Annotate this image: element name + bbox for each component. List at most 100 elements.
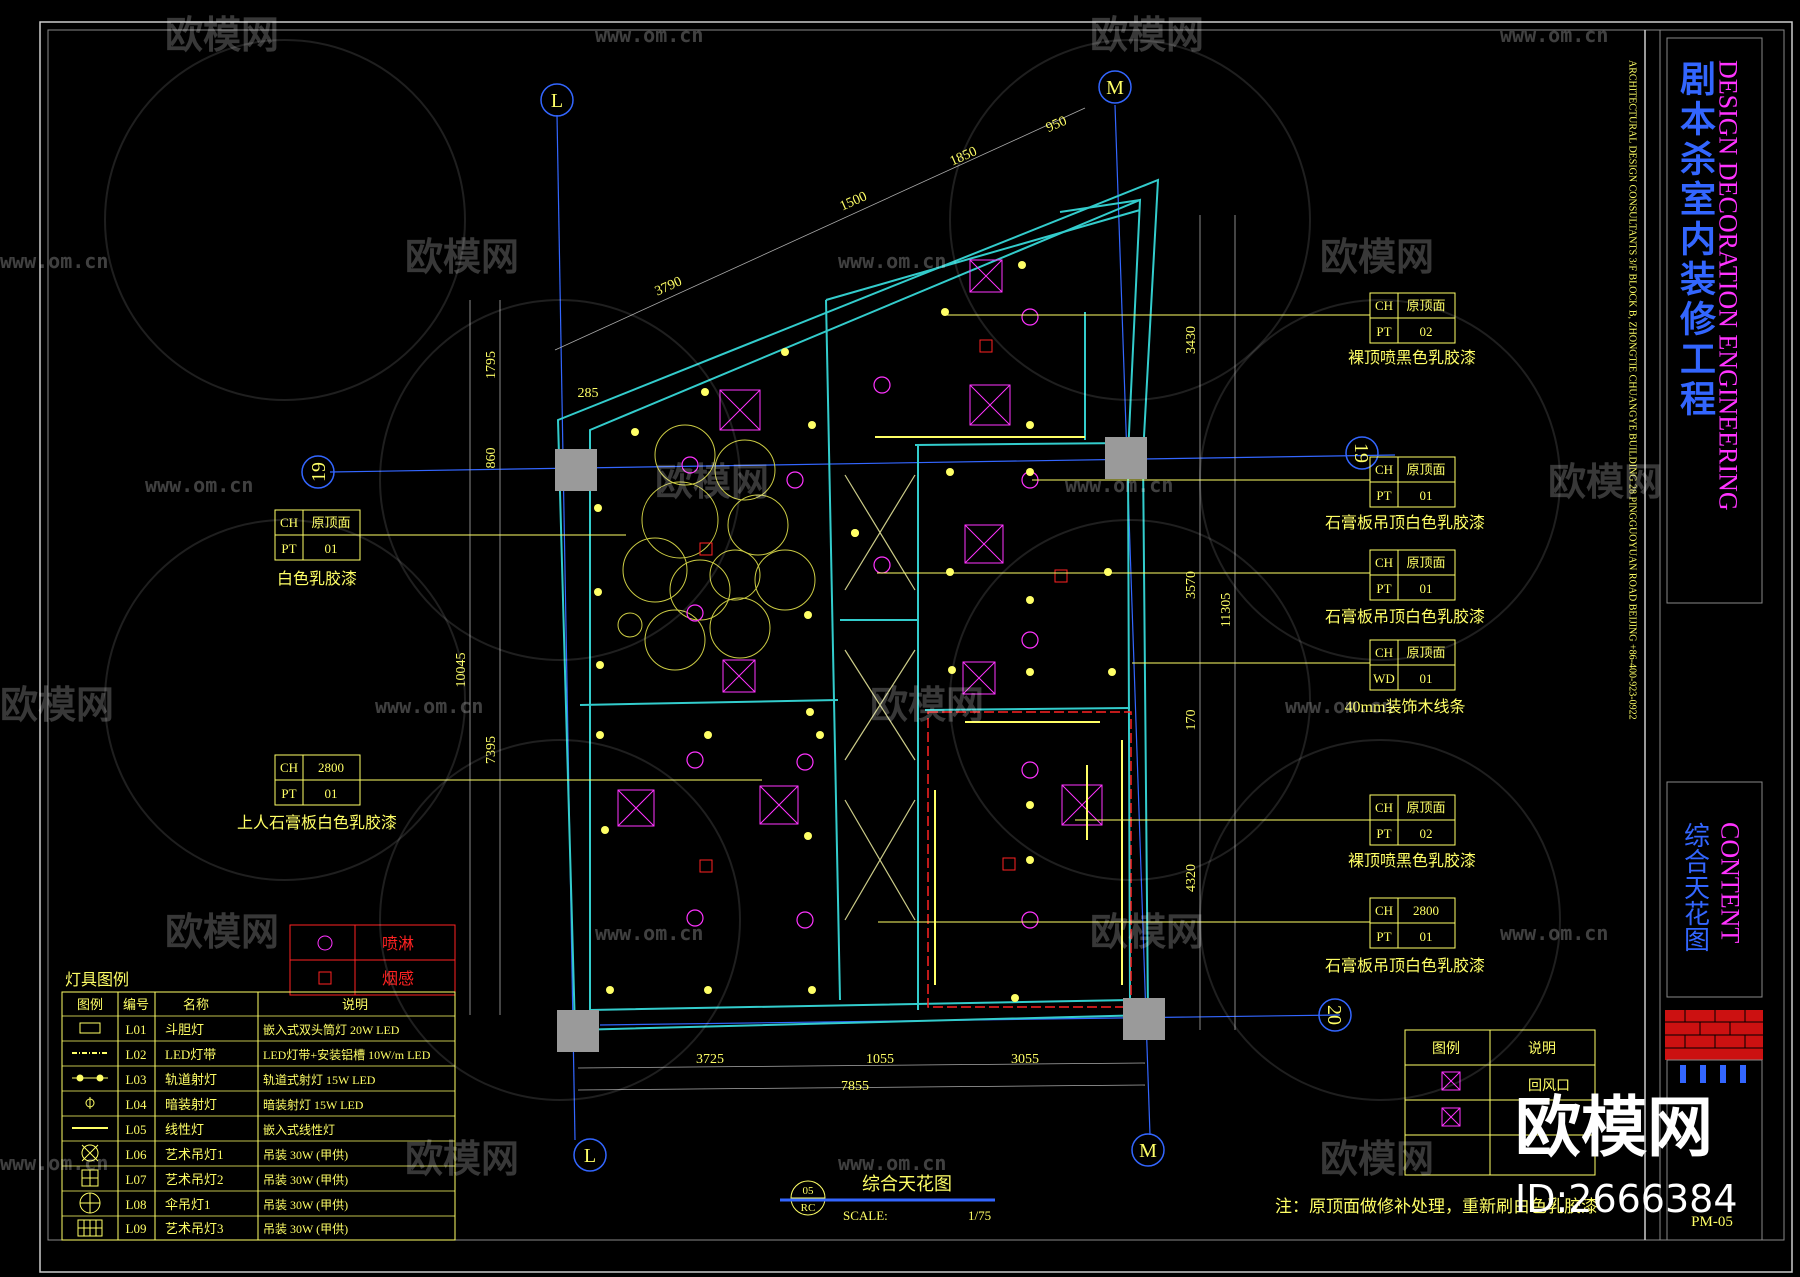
watermarks: 欧模网 www.om.cn 欧模网 www.om.cn www.om.cn 欧模… — [0, 13, 1738, 1221]
legend-symbols — [72, 1022, 108, 1237]
legend-row-9-desc: 吊装 30W (甲供) — [263, 1222, 348, 1236]
hvac-header-symbol: 图例 — [1432, 1041, 1460, 1057]
svg-text:CH: CH — [1375, 462, 1393, 477]
svg-text:PT: PT — [281, 541, 296, 556]
dim-bottom-total: 7855 — [841, 1079, 869, 1094]
wall-outline — [556, 178, 1160, 1032]
dim-top-3: 1850 — [948, 144, 980, 169]
svg-text:2800: 2800 — [318, 760, 344, 775]
drawing-title-text: 综合天花图 — [862, 1174, 952, 1194]
axis-label-m-bottom: M — [1139, 1140, 1157, 1162]
svg-text:原顶面: 原顶面 — [1406, 800, 1445, 815]
return-air-label: 回风口 — [1528, 1078, 1570, 1094]
dim-top-2: 1500 — [838, 189, 870, 214]
dim-right-3: 170 — [1184, 710, 1199, 731]
sheet-ref-top: 05 — [803, 1185, 815, 1197]
svg-text:www.om.cn: www.om.cn — [1285, 694, 1393, 718]
svg-text:欧模网: 欧模网 — [1090, 13, 1204, 57]
svg-text:裸顶喷黑色乳胶漆: 裸顶喷黑色乳胶漆 — [1348, 349, 1476, 367]
dim-left-3: 7395 — [484, 736, 499, 764]
legend-row-1-desc: 嵌入式双头筒灯 20W LED — [263, 1022, 400, 1037]
svg-text:原顶面: 原顶面 — [311, 515, 350, 530]
svg-text:01: 01 — [325, 786, 338, 801]
svg-text:www.om.cn: www.om.cn — [0, 249, 108, 273]
axis-label-l-bottom: L — [584, 1145, 596, 1167]
tag-3: CH 原顶面 PT 01 石膏板吊顶白色乳胶漆 — [1325, 549, 1485, 626]
legend-header-desc: 说明 — [342, 997, 368, 1012]
svg-text:www.om.cn: www.om.cn — [595, 23, 703, 47]
svg-text:www.om.cn: www.om.cn — [838, 249, 946, 273]
return-air-vents — [617, 259, 1103, 827]
svg-text:欧模网: 欧模网 — [1320, 1137, 1434, 1181]
hvac-legend: 图例 说明 回风口 — [1404, 1029, 1596, 1176]
watermark-id: ID:2666384 — [1515, 1177, 1738, 1221]
title-block: 剧本杀室内装修工程 DESIGN DECORATION ENGINEERING … — [1627, 37, 1763, 1241]
tag-leaders — [360, 314, 1370, 923]
dim-bottom-2: 1055 — [866, 1052, 894, 1067]
tag-1: CH 原顶面 PT 01 白色乳胶漆 — [274, 509, 361, 588]
dim-top-1: 3790 — [653, 274, 685, 299]
axis-label-19-left: 19 — [308, 462, 330, 482]
svg-text:白色乳胶漆: 白色乳胶漆 — [277, 570, 357, 588]
svg-text:CH: CH — [1375, 903, 1393, 918]
svg-text:原顶面: 原顶面 — [1406, 462, 1445, 477]
svg-text:裸顶喷黑色乳胶漆: 裸顶喷黑色乳胶漆 — [1348, 852, 1476, 870]
svg-text:PT: PT — [1376, 324, 1391, 339]
svg-text:上人石膏板白色乳胶漆: 上人石膏板白色乳胶漆 — [237, 813, 397, 832]
svg-text:欧模网: 欧模网 — [1320, 235, 1434, 279]
legend-row-7-desc: 吊装 30W (甲供) — [263, 1173, 348, 1187]
tag-6: CH 原顶面 PT 02 裸顶喷黑色乳胶漆 — [1348, 794, 1476, 870]
svg-text:欧模网: 欧模网 — [1548, 460, 1662, 504]
svg-text:原顶面: 原顶面 — [1406, 645, 1445, 660]
legend-row-1-name: 斗胆灯 — [165, 1022, 204, 1037]
red-ceiling-zone — [927, 711, 1132, 1008]
content-title-cn: 综合天花图 — [1681, 822, 1710, 952]
svg-text:PT: PT — [1376, 581, 1391, 596]
svg-text:欧模网: 欧模网 — [165, 13, 279, 57]
svg-text:40mm装饰木线条: 40mm装饰木线条 — [1345, 698, 1466, 716]
drawing-title: 05 RC 综合天花图 SCALE: 1/75 — [780, 1174, 995, 1223]
umbrella-pendant-cluster — [617, 424, 816, 671]
svg-text:欧模网: 欧模网 — [405, 1137, 519, 1181]
legend-row-8-name: 伞吊灯1 — [165, 1197, 211, 1212]
legend-row-6-desc: 吊装 30W (甲供) — [263, 1148, 348, 1162]
legend-row-4-code: L04 — [126, 1097, 147, 1112]
legend-row-9-code: L09 — [126, 1221, 147, 1236]
dim-left-total: 10045 — [454, 653, 469, 688]
legend-header-name: 名称 — [183, 997, 209, 1012]
dimension-lines — [469, 107, 1236, 1091]
dim-left-2: 860 — [484, 448, 499, 469]
tag-2: CH 原顶面 PT 01 石膏板吊顶白色乳胶漆 — [1325, 456, 1485, 532]
dim-bottom-3: 3055 — [1011, 1052, 1039, 1067]
hvac-header-desc: 说明 — [1528, 1041, 1556, 1057]
svg-text:PT: PT — [281, 786, 296, 801]
legend-row-8-desc: 吊装 30W (甲供) — [263, 1198, 348, 1212]
legend-header-code: 编号 — [123, 997, 149, 1012]
company-address: ARCHITECTURAL DESIGN CONSULTANTS 3/F BLO… — [1627, 60, 1638, 720]
stair-hatch — [844, 474, 916, 921]
legend-row-7-code: L07 — [126, 1172, 147, 1187]
axis-label-l-top: L — [551, 90, 563, 112]
legend-row-2-desc: LED灯带+安装铝槽 10W/m LED — [263, 1047, 431, 1062]
dim-285: 285 — [578, 386, 599, 401]
legend-row-2-name: LED灯带 — [165, 1047, 216, 1062]
tag-0: CH 原顶面 PT 02 裸顶喷黑色乳胶漆 — [1348, 292, 1476, 367]
legend-row-2-code: L02 — [126, 1047, 147, 1062]
svg-text:欧模网: 欧模网 — [0, 683, 114, 727]
linear-lights — [875, 436, 1123, 985]
legend-row-3-code: L03 — [126, 1072, 147, 1087]
dim-right-total: 11305 — [1219, 593, 1234, 627]
legend-header-symbol: 图例 — [77, 997, 103, 1012]
legend-row-3-name: 轨道射灯 — [165, 1072, 217, 1087]
svg-text:PT: PT — [1376, 929, 1391, 944]
lighting-legend: 灯具图例 图例 编号 名称 说明 L01 斗胆灯 嵌入 — [61, 971, 456, 1241]
svg-text:CH: CH — [280, 760, 298, 775]
svg-text:CH: CH — [1375, 800, 1393, 815]
smoke-label: 烟感 — [382, 970, 414, 988]
sheet-border — [39, 21, 1793, 1273]
legend-row-5-desc: 嵌入式线性灯 — [263, 1123, 335, 1137]
legend-row-8-code: L08 — [126, 1197, 147, 1212]
svg-text:原顶面: 原顶面 — [1406, 555, 1445, 570]
svg-text:CH: CH — [1375, 645, 1393, 660]
